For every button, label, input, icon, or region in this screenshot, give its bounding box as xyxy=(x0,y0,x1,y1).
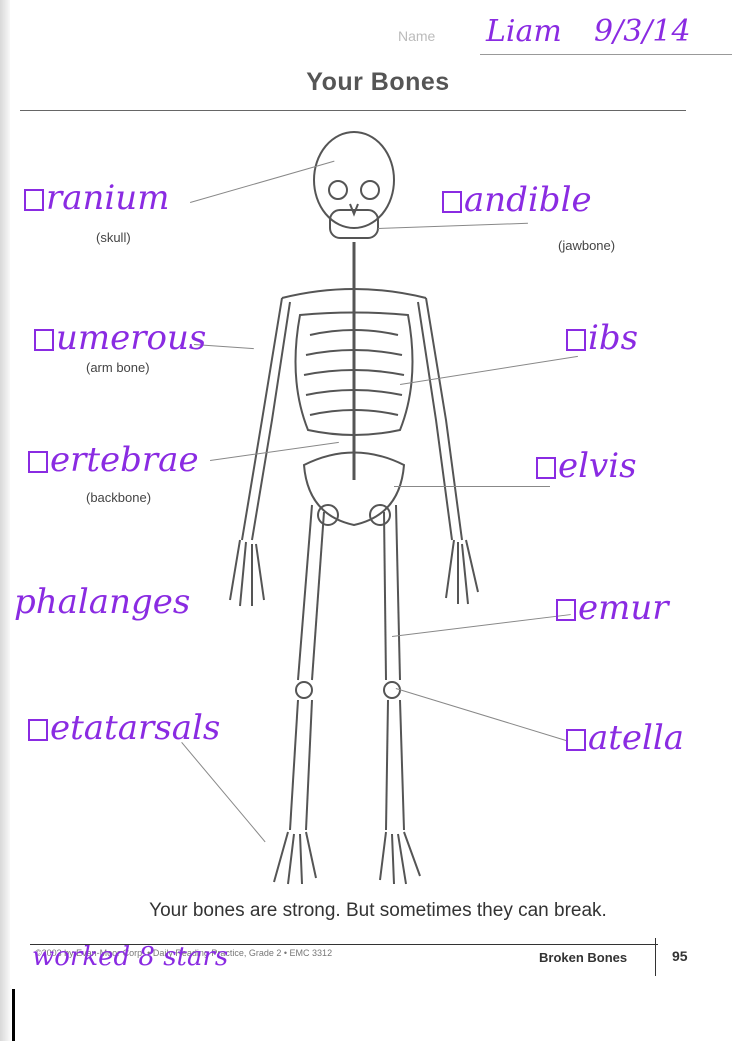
page-number-divider xyxy=(655,938,656,976)
label-patella: atella xyxy=(566,718,684,758)
checkbox-box-icon xyxy=(24,189,44,211)
label-phalanges: phalanges xyxy=(14,582,190,622)
date-field: 9/3/14 xyxy=(594,14,691,49)
name-line xyxy=(480,54,732,55)
student-name: Liam xyxy=(486,14,562,49)
checkbox-box-icon xyxy=(566,329,586,351)
checkbox-box-icon xyxy=(536,457,556,479)
label-vertebrae-hint: (backbone) xyxy=(86,490,151,505)
checkbox-box-icon xyxy=(556,599,576,621)
label-ribs: ibs xyxy=(566,318,638,358)
name-label: Name xyxy=(398,28,435,44)
label-mandible-hint: (jawbone) xyxy=(558,238,615,253)
label-cranium: ranium xyxy=(24,178,169,218)
page-title: Your Bones xyxy=(10,68,746,97)
checkbox-box-icon xyxy=(34,329,54,351)
label-humerus-hint: (arm bone) xyxy=(86,360,150,375)
scan-edge-bar xyxy=(12,989,15,1041)
label-vertebrae: ertebrae xyxy=(28,440,199,480)
worksheet-caption: Your bones are strong. But sometimes the… xyxy=(10,900,746,922)
skeleton-illustration xyxy=(200,120,500,890)
section-title: Broken Bones xyxy=(539,950,627,965)
label-cranium-hint: (skull) xyxy=(96,230,131,245)
label-humerus: umerous xyxy=(34,318,206,358)
checkbox-box-icon xyxy=(442,191,462,213)
label-femur: emur xyxy=(556,588,669,628)
handwritten-note: worked 8 stars xyxy=(32,942,228,972)
checkbox-box-icon xyxy=(566,729,586,751)
title-rule xyxy=(20,110,686,111)
checkbox-box-icon xyxy=(28,719,48,741)
checkbox-box-icon xyxy=(28,451,48,473)
pelvis-leader xyxy=(394,486,550,487)
label-metatarsals: etatarsals xyxy=(28,708,220,748)
label-pelvis: elvis xyxy=(536,446,637,486)
worksheet-page: Name Liam 9/3/14 Your Bones xyxy=(10,0,746,985)
label-mandible: andible xyxy=(442,180,592,220)
page-number: 95 xyxy=(672,948,688,964)
